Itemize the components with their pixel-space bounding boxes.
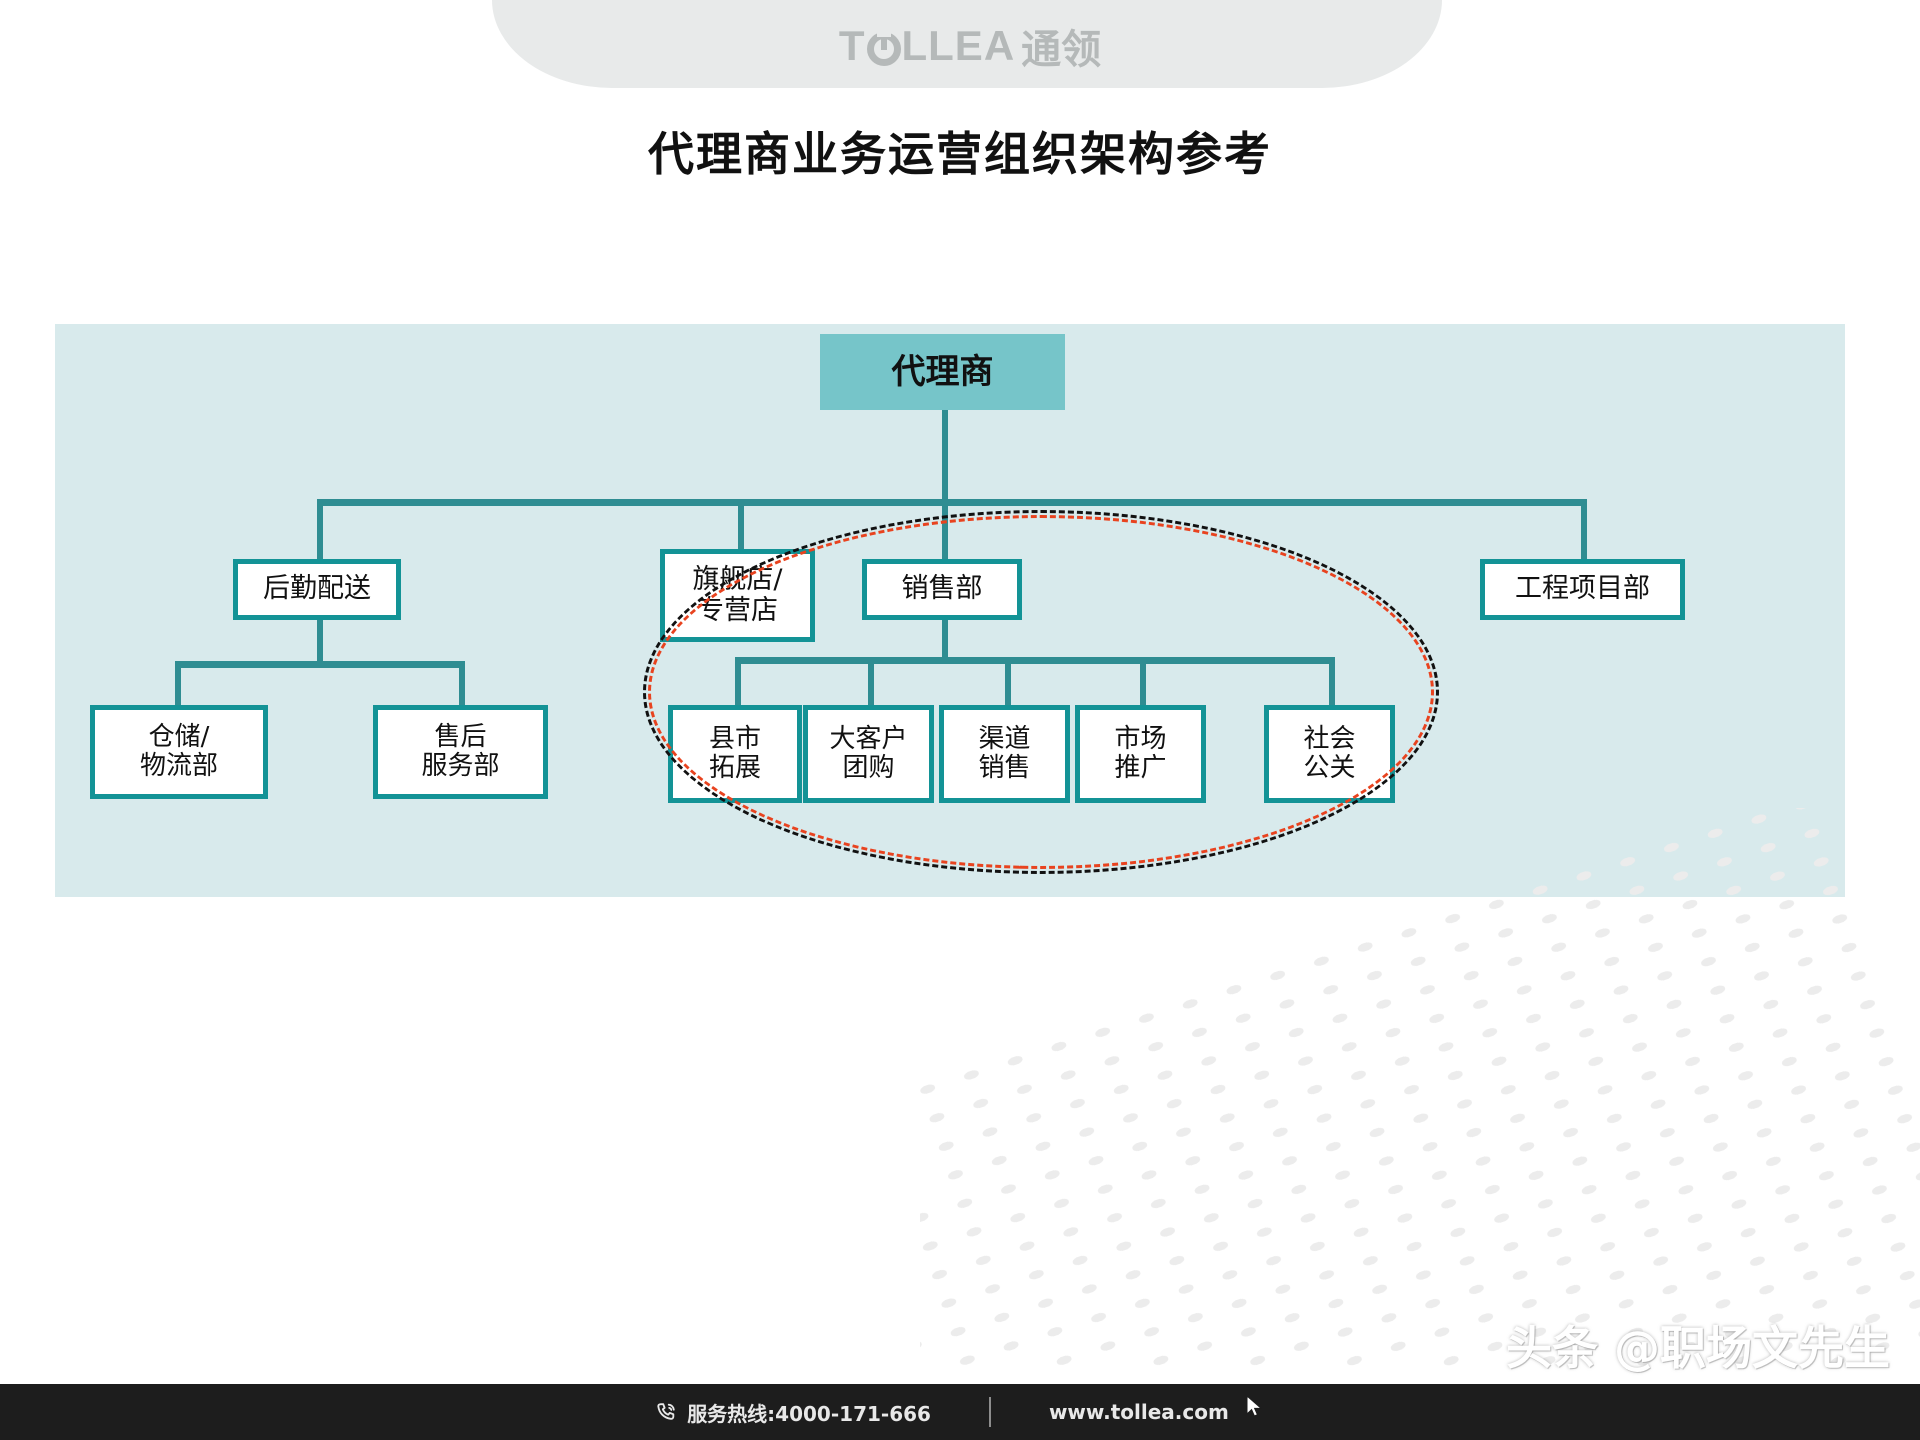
node-warehouse-logistics[interactable]: 仓储/ 物流部 <box>90 705 268 799</box>
logo-letter-t: T <box>838 22 866 69</box>
connector-drop-warehouse <box>175 661 181 705</box>
node-county-line2: 拓展 <box>708 753 761 783</box>
node-after-sales-service[interactable]: 售后 服务部 <box>373 705 548 799</box>
node-warehouse-line1: 仓储/ <box>148 721 210 752</box>
node-pr-line1: 社会 <box>1303 723 1356 754</box>
logo-letters-llea: LLEA <box>901 22 1016 69</box>
logo-power-o-icon <box>866 32 901 66</box>
phone-icon <box>655 1401 677 1423</box>
tollea-logo: T LLEA 通领 <box>790 20 1150 72</box>
node-aftersales-line1: 售后 <box>434 721 487 752</box>
connector-root-trunk <box>942 410 948 503</box>
node-aftersales-line2: 服务部 <box>421 751 500 781</box>
node-channel-line1: 渠道 <box>978 723 1031 754</box>
node-warehouse-line2: 物流部 <box>139 751 218 781</box>
connector-drop-engineering <box>1581 499 1587 559</box>
connector-drop-flagship <box>738 499 744 549</box>
header-band <box>492 0 1442 88</box>
node-marketing-line2: 推广 <box>1114 753 1167 783</box>
connector-drop-channel <box>1005 657 1011 705</box>
connector-sales-bus <box>735 657 1335 664</box>
footer-website[interactable]: www.tollea.com <box>1048 1394 1265 1424</box>
watermark: 头条 @职场文先生 <box>1505 1321 1890 1375</box>
connector-drop-pr <box>1329 657 1335 705</box>
node-keyaccount-line2: 团购 <box>842 753 895 783</box>
node-public-relations[interactable]: 社会 公关 <box>1264 705 1395 803</box>
connector-logistics-bus <box>175 661 465 668</box>
node-county-line1: 县市 <box>708 723 761 754</box>
node-sales-department[interactable]: 销售部 <box>862 559 1022 620</box>
node-market-promotion[interactable]: 市场 推广 <box>1075 705 1206 803</box>
node-engineering-department[interactable]: 工程项目部 <box>1480 559 1685 620</box>
connector-drop-marketing <box>1140 657 1146 705</box>
node-flagship-store[interactable]: 旗舰店/ 专营店 <box>660 549 815 642</box>
logo-chinese-text: 通领 <box>1021 28 1102 72</box>
mouse-cursor-icon <box>1245 1394 1265 1417</box>
node-flagship-line1: 旗舰店/ <box>692 564 783 596</box>
footer-website-text[interactable]: www.tollea.com <box>1048 1400 1229 1424</box>
footer-hotline-text: 服务热线:4000-171-666 <box>687 1401 931 1426</box>
footer-divider <box>988 1397 991 1427</box>
page-title: 代理商业务运营组织架构参考 <box>648 127 1272 181</box>
node-keyaccount-line1: 大客户 <box>829 723 908 754</box>
node-channel-line2: 销售 <box>978 753 1031 783</box>
node-root-agent[interactable]: 代理商 <box>820 334 1065 410</box>
node-channel-sales[interactable]: 渠道 销售 <box>939 705 1070 803</box>
decorative-dot-pattern-inner <box>920 808 1920 1368</box>
connector-drop-logistics <box>317 499 323 559</box>
decorative-dot-pattern <box>920 808 1920 1368</box>
node-logistics[interactable]: 后勤配送 <box>233 559 401 620</box>
node-key-account-group-purchase[interactable]: 大客户 团购 <box>803 705 934 803</box>
node-pr-line2: 公关 <box>1303 753 1356 783</box>
node-county-expansion[interactable]: 县市 拓展 <box>668 705 802 803</box>
node-engineering-label: 工程项目部 <box>1515 573 1650 605</box>
footer-hotline: 服务热线:4000-171-666 <box>655 1398 931 1427</box>
connector-drop-county <box>735 657 741 705</box>
node-sales-label: 销售部 <box>901 573 983 605</box>
node-logistics-label: 后勤配送 <box>263 573 371 605</box>
node-root-label: 代理商 <box>891 351 994 392</box>
connector-drop-aftersales <box>459 661 465 705</box>
connector-logistics-stem <box>317 620 323 664</box>
footer-bar: 服务热线:4000-171-666 www.tollea.com <box>0 1384 1920 1440</box>
connector-drop-sales <box>942 499 948 559</box>
node-flagship-line2: 专营店 <box>697 594 778 626</box>
connector-level1-bus <box>317 499 1587 506</box>
node-marketing-line1: 市场 <box>1114 723 1167 754</box>
connector-drop-keyaccount <box>868 657 874 705</box>
connector-sales-stem <box>942 620 948 660</box>
logo-latin-text: T LLEA <box>839 22 1015 70</box>
